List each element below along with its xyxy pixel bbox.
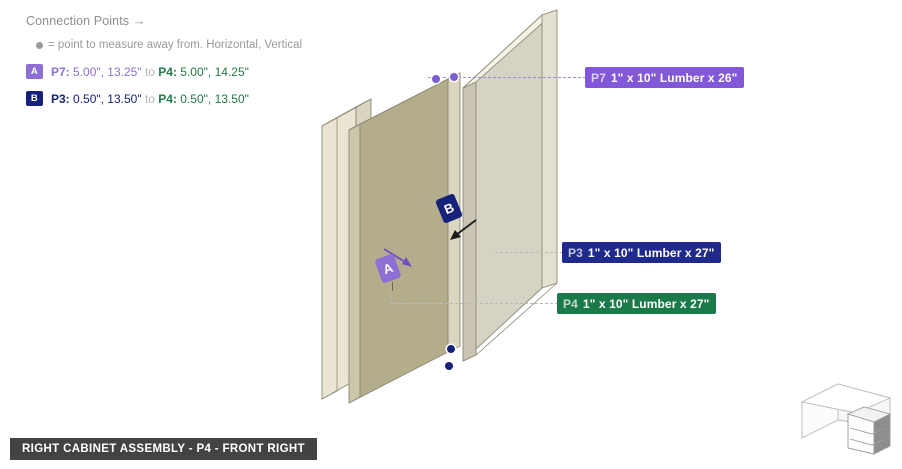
measure-point-dot-icon	[36, 41, 43, 49]
callout-p3-desc: 1" x 10" Lumber x 27"	[587, 245, 715, 260]
connection-point-p3-b[interactable]	[445, 362, 453, 370]
legend-key-badge-a: A	[26, 64, 43, 79]
callout-p7-desc: 1" x 10" Lumber x 26"	[610, 70, 738, 85]
connection-point-p7-a[interactable]	[432, 75, 440, 83]
legend-a-to-word: to	[144, 64, 159, 79]
marker-a-arrow-icon	[383, 248, 412, 267]
callout-p7[interactable]: P7 1" x 10" Lumber x 26"	[585, 67, 745, 88]
legend-b-to-part: P4:	[158, 91, 177, 106]
legend-a-to-value: 5.00", 14.25"	[176, 64, 249, 79]
legend-a-from-part: P7:	[51, 64, 70, 79]
callout-p3[interactable]: P3 1" x 10" Lumber x 27"	[562, 242, 722, 263]
assembly-title-text: RIGHT CABINET ASSEMBLY - P4 - FRONT RIGH…	[22, 443, 305, 455]
panel-p4-front	[462, 9, 558, 363]
marker-b-arrow-icon	[450, 219, 477, 240]
legend-text-a: P7: 5.00", 13.25" to P4: 5.00", 14.25"	[51, 65, 249, 79]
legend-row-b: B P3: 0.50", 13.50" to P4: 0.50", 13.50"	[26, 91, 366, 106]
legend-row-a: A P7: 5.00", 13.25" to P4: 5.00", 14.25"	[26, 64, 366, 79]
marker-a-stem	[392, 282, 393, 291]
callout-p3-id: P3	[568, 245, 583, 260]
legend-note-text: = point to measure away from. Horizontal…	[48, 39, 303, 51]
leader-line-marker-a-drop	[390, 285, 392, 303]
legend-text-b: P3: 0.50", 13.50" to P4: 0.50", 13.50"	[51, 92, 249, 106]
callout-p4-id: P4	[563, 296, 578, 311]
legend-b-from-value: 0.50", 13.50"	[69, 91, 145, 106]
legend-key-badge-b: B	[26, 91, 43, 106]
legend-b-to-value: 0.50", 13.50"	[176, 91, 249, 106]
leader-line-p4	[390, 303, 558, 304]
callout-p4-desc: 1" x 10" Lumber x 27"	[582, 296, 710, 311]
callout-p4[interactable]: P4 1" x 10" Lumber x 27"	[557, 293, 717, 314]
assembly-title-bar: RIGHT CABINET ASSEMBLY - P4 - FRONT RIGH…	[10, 438, 317, 460]
legend-b-to-word: to	[144, 91, 159, 106]
assembly-overview-thumbnail[interactable]	[786, 368, 898, 460]
callout-p7-id: P7	[591, 70, 606, 85]
legend-a-from-value: 5.00", 13.25"	[69, 64, 145, 79]
legend-title: Connection Points →	[26, 14, 146, 28]
connection-point-p3-a[interactable]	[447, 345, 455, 353]
legend-note: = point to measure away from. Horizontal…	[36, 39, 366, 51]
connection-point-p7-b[interactable]	[450, 73, 458, 81]
legend-a-to-part: P4:	[158, 64, 177, 79]
panel-p3-middle	[348, 72, 461, 404]
leader-line-p3	[495, 252, 563, 253]
legend-b-from-part: P3:	[51, 91, 70, 106]
leader-line-p7	[428, 77, 586, 78]
connection-points-legend: Connection Points → = point to measure a…	[26, 14, 366, 118]
